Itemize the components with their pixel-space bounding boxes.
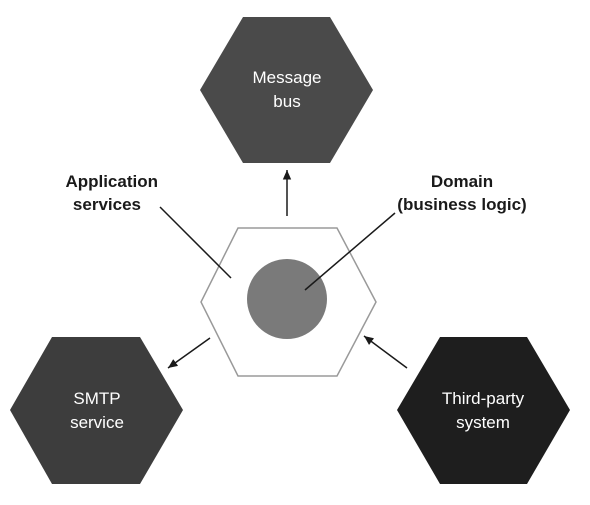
message-bus-hexagon [200,17,373,163]
domain-leader [304,212,396,291]
application-core [200,227,377,377]
smtp-service-label-line1: SMTP [73,389,120,408]
application-services-callout-line2: services [73,195,141,214]
smtp-service-hexagon [10,337,183,484]
arrow-from-third-party-system [363,335,408,369]
message-bus-label-line1: Message [253,68,322,87]
domain-callout-line1: Domain [431,172,493,191]
third-party-system-label-line1: Third-party [442,389,525,408]
smtp-service-label-line2: service [70,413,124,432]
domain-circle [247,259,327,339]
message-bus-label-line2: bus [273,92,300,111]
smtp-service-node: SMTP service [10,337,183,484]
application-services-leader [159,206,232,279]
domain-callout-line2: (business logic) [397,195,526,214]
third-party-system-hexagon [397,337,570,484]
application-services-callout-line1: Application [65,172,158,191]
third-party-system-node: Third-party system [397,337,570,484]
third-party-system-label-line2: system [456,413,510,432]
arrow-to-smtp-service [167,337,211,369]
message-bus-node: Message bus [200,17,373,163]
